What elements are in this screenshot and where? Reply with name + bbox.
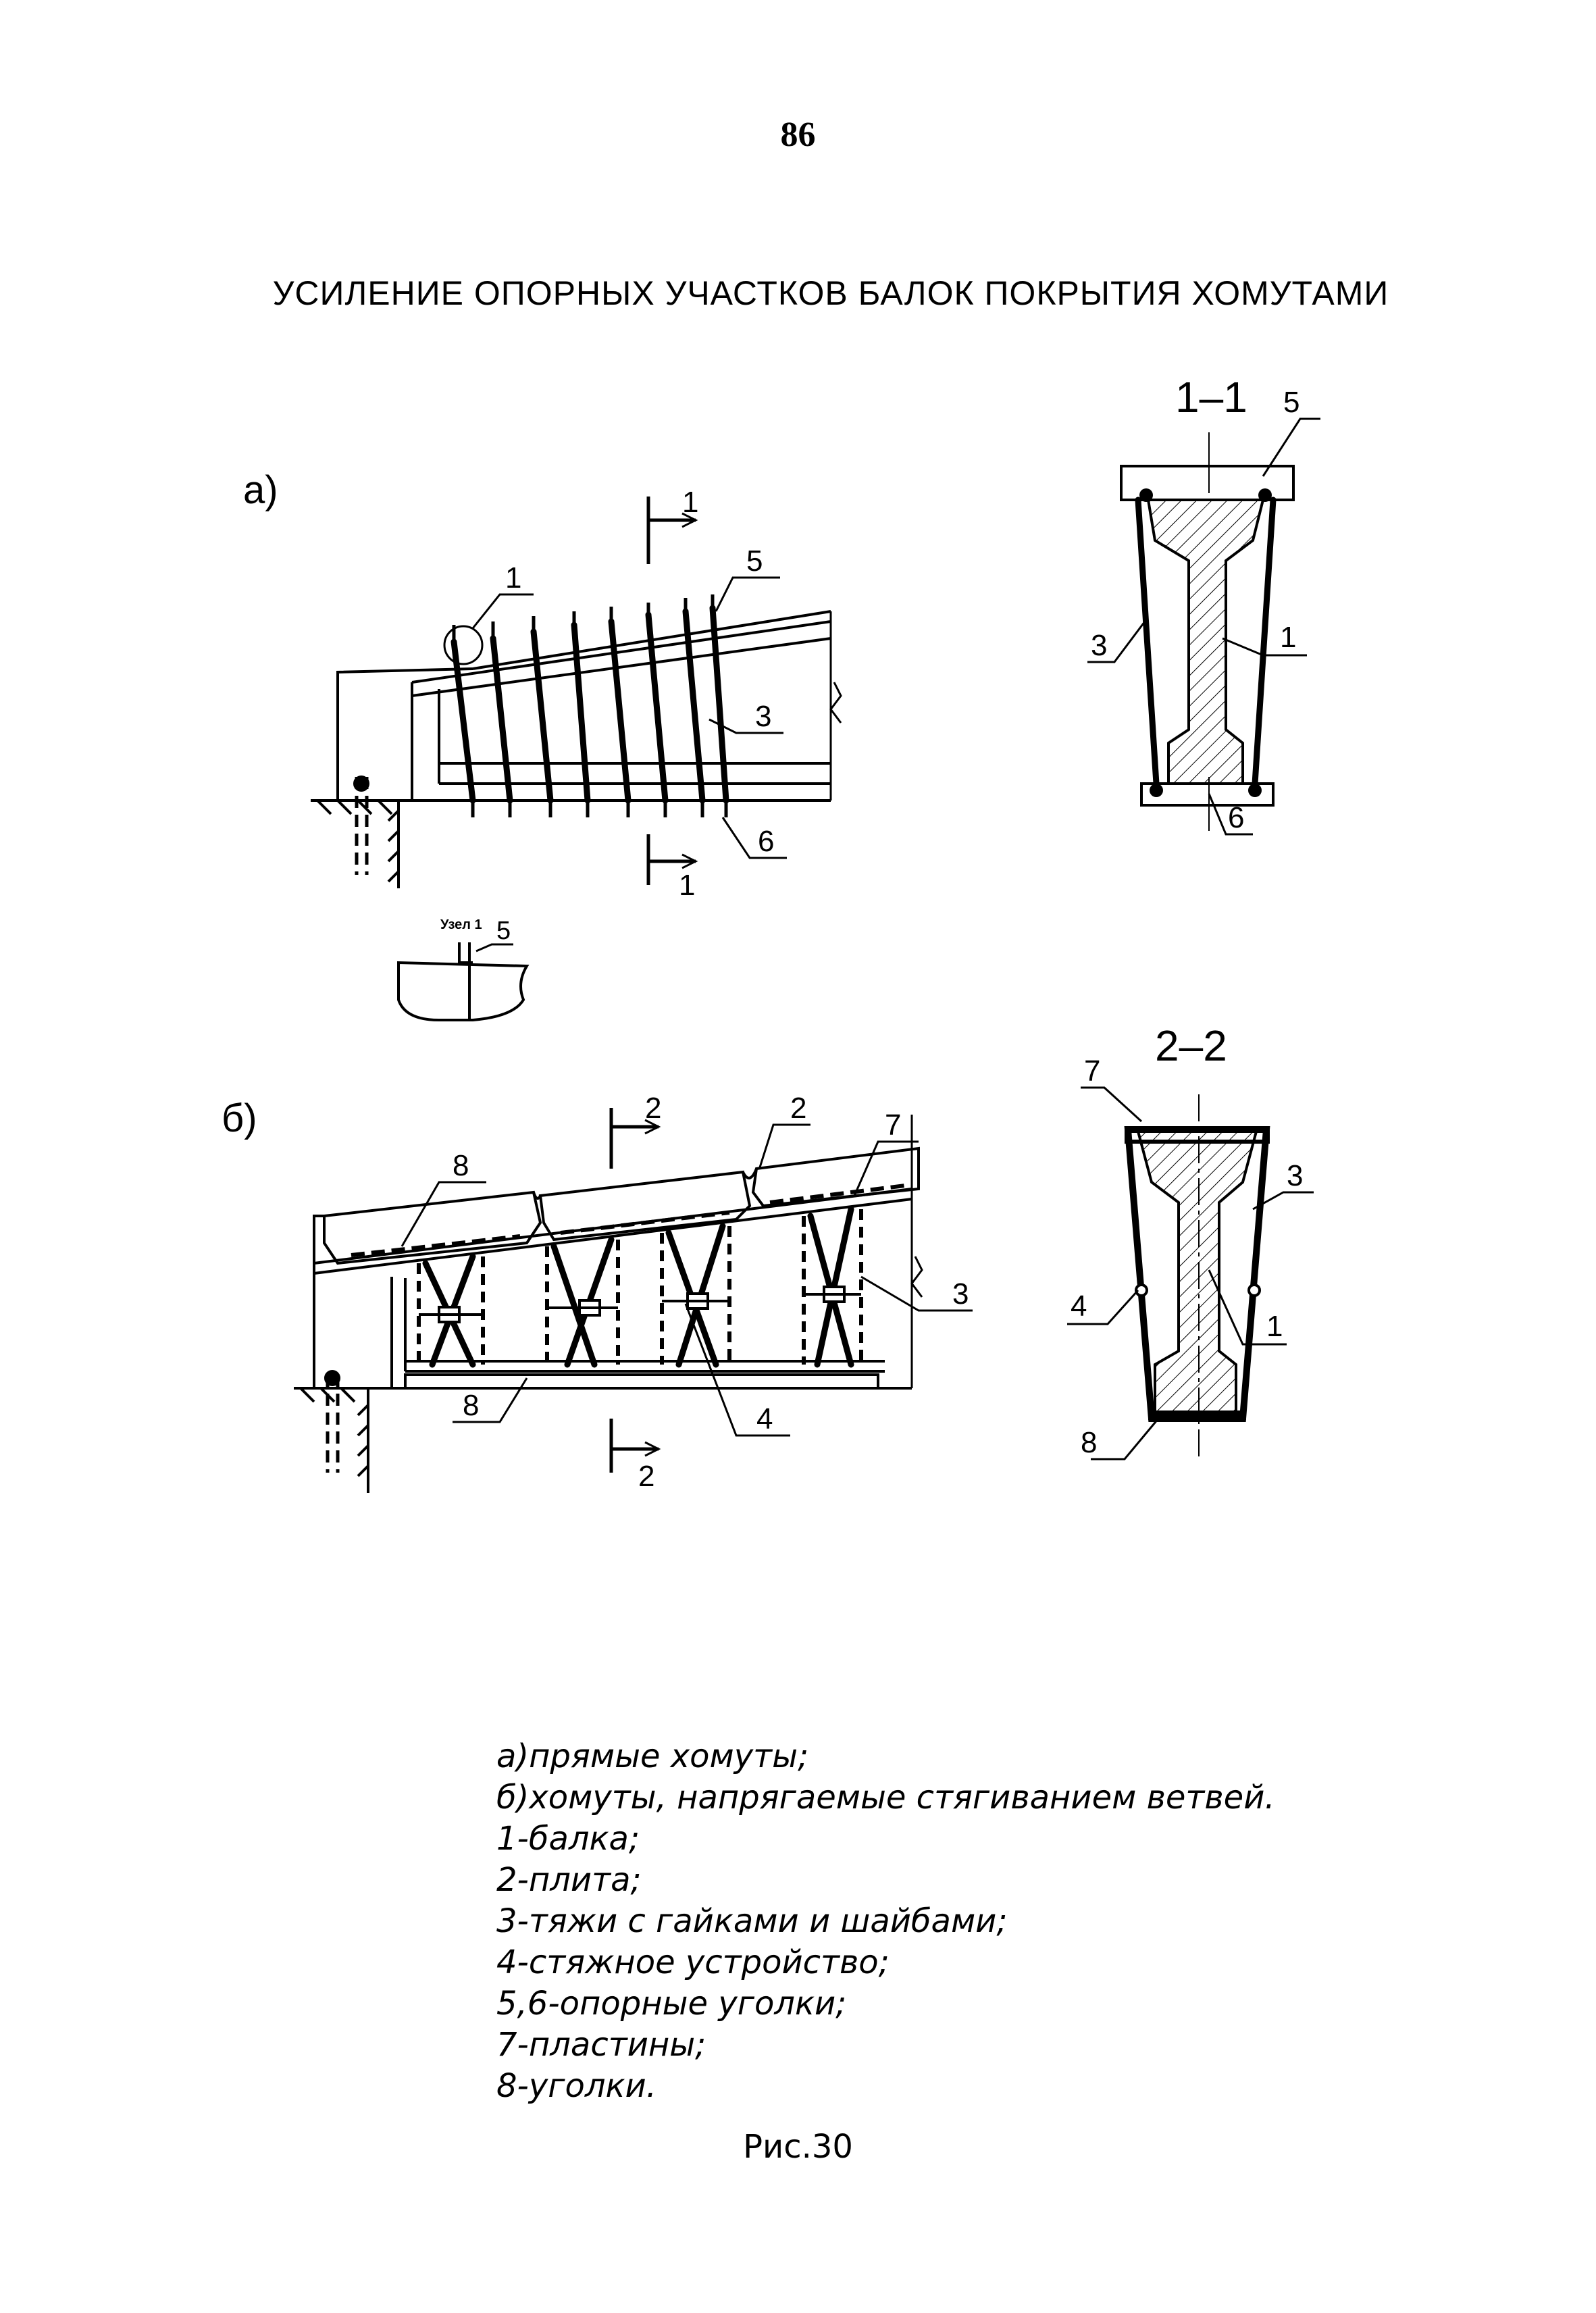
callout-a-rod: 3 xyxy=(755,700,771,733)
legend-item: 7-пластины; xyxy=(496,2026,706,2064)
view-a-marker: а) xyxy=(243,468,278,512)
section-2-2-callout-4: 4 xyxy=(1071,1290,1087,1323)
section-2-2-callout-3: 3 xyxy=(1287,1159,1303,1192)
section-2-2-callout-8: 8 xyxy=(1081,1426,1097,1459)
section-b-top-label: 2 xyxy=(645,1092,661,1125)
legend-item: 1-балка; xyxy=(496,1820,640,1858)
callout-b-angle-bottom: 8 xyxy=(463,1389,479,1422)
section-1-1-callout-3: 3 xyxy=(1091,629,1107,662)
section-mark-1 xyxy=(646,497,698,885)
legend-item: 2-плита; xyxy=(496,1861,642,1899)
page-number: 86 xyxy=(780,116,816,154)
section-mark-2 xyxy=(609,1108,661,1473)
section-1-1: 1–1 5 3 1 6 xyxy=(1087,373,1320,836)
callout-lines-a xyxy=(471,576,787,859)
slabs-b xyxy=(323,1146,920,1265)
section-1-1-callout-1: 1 xyxy=(1280,621,1296,654)
node-1-title: Узел 1 xyxy=(440,917,482,932)
section-b-bottom-label: 2 xyxy=(638,1460,654,1493)
section-1-1-title: 1–1 xyxy=(1175,373,1247,422)
legend-item: а)прямые хомуты; xyxy=(496,1737,809,1775)
node-1-detail: Узел 1 5 xyxy=(397,917,530,1021)
callout-b-tensioner: 4 xyxy=(756,1402,773,1435)
callout-a-angle-bottom: 6 xyxy=(758,825,774,858)
section-1-1-callout-6: 6 xyxy=(1228,801,1244,834)
clamps-b-dashed xyxy=(417,1209,863,1365)
section-1-1-callout-5: 5 xyxy=(1283,386,1299,419)
figure-caption: Рис.30 xyxy=(743,2128,853,2166)
callout-a-node: 1 xyxy=(505,561,521,594)
callout-a-angle-top: 5 xyxy=(746,544,763,578)
plates-b xyxy=(351,1184,906,1257)
callout-b-slab: 2 xyxy=(790,1092,806,1125)
view-b: б) xyxy=(222,1092,973,1493)
node-circle-a xyxy=(443,625,484,665)
view-b-marker: б) xyxy=(222,1096,257,1140)
legend-item: 4-стяжное устройство; xyxy=(496,1943,890,1981)
legend-item: 3-тяжи с гайками и шайбами; xyxy=(496,1902,1008,1940)
callout-b-angle-top: 8 xyxy=(453,1149,469,1182)
section-2-2: 2–2 7 3 4 1 8 xyxy=(1067,1021,1314,1460)
tensioners-b xyxy=(419,1286,861,1323)
section-2-2-callout-1: 1 xyxy=(1266,1310,1283,1343)
section-2-2-title: 2–2 xyxy=(1155,1021,1227,1070)
page-title: УСИЛЕНИЕ ОПОРНЫХ УЧАСТКОВ БАЛОК ПОКРЫТИЯ… xyxy=(272,274,1389,312)
view-a: а) xyxy=(243,468,842,902)
legend-item: 8-уголки. xyxy=(496,2067,657,2105)
node-1-callout: 5 xyxy=(496,917,511,945)
legend: а)прямые хомуты; б)хомуты, напрягаемые с… xyxy=(496,1736,1275,2107)
beam-section-2 xyxy=(1136,1130,1258,1417)
clamp-nuts-a xyxy=(452,594,728,817)
legend-item: б)хомуты, напрягаемые стягиванием ветвей… xyxy=(496,1779,1275,1816)
section-2-2-callout-7: 7 xyxy=(1084,1054,1100,1088)
column-support-a xyxy=(311,776,400,888)
clamps-a xyxy=(451,605,729,804)
callout-b-rod: 3 xyxy=(952,1277,969,1311)
section-a-top-label: 1 xyxy=(682,486,698,519)
section-a-bottom-label: 1 xyxy=(679,869,695,902)
beam-section-1 xyxy=(1146,499,1265,785)
legend-item: 5,6-опорные уголки; xyxy=(496,1985,847,2023)
column-support-b xyxy=(294,1370,369,1493)
callout-b-plate: 7 xyxy=(885,1109,901,1142)
callout-lines-b xyxy=(401,1123,973,1437)
